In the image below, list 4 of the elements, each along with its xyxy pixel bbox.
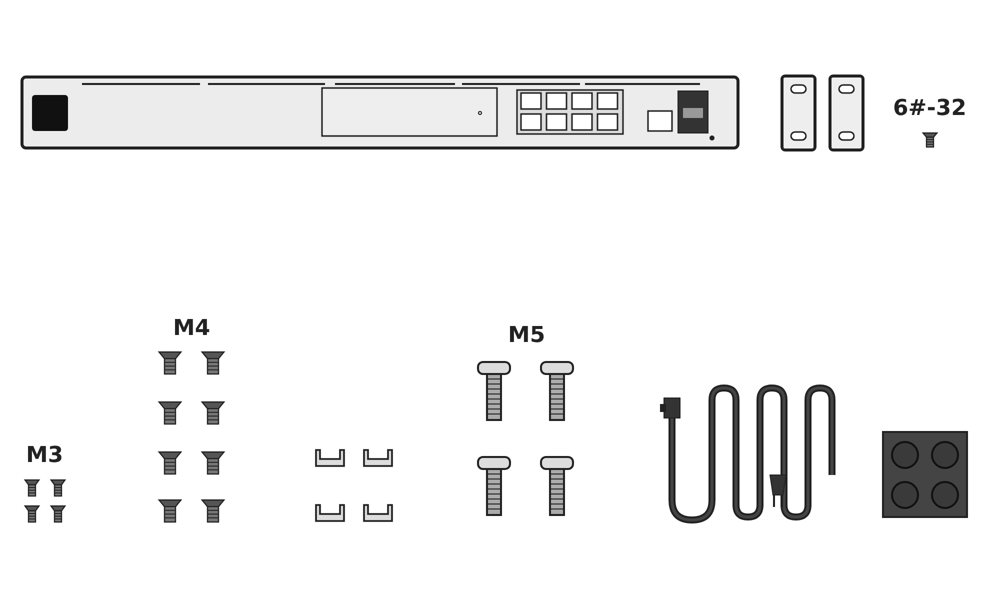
- size-label: M3: [26, 445, 64, 467]
- size-label: M5: [508, 325, 546, 347]
- size-label: 6#-32: [893, 98, 966, 120]
- size-label: M4: [173, 318, 210, 340]
